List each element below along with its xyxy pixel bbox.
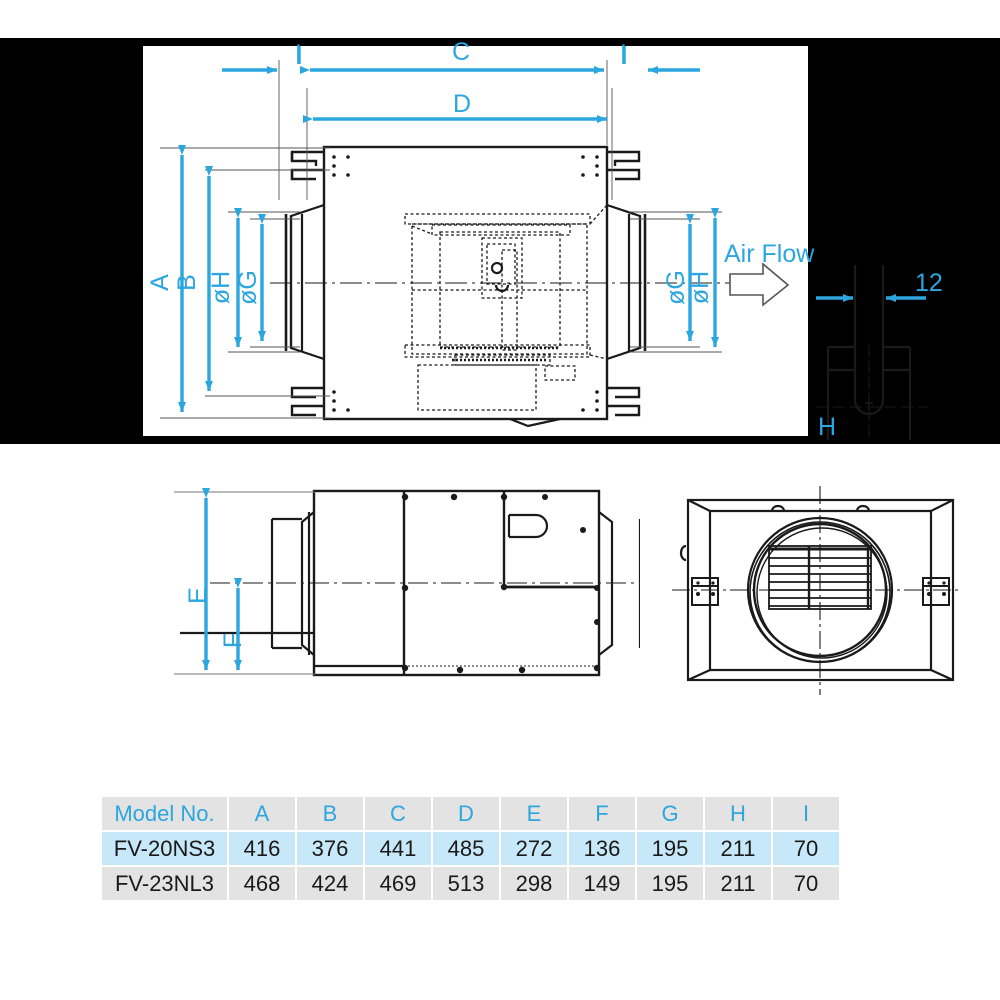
table-header-row: Model No. A B C D E F G H I [102,797,839,830]
column-header-model: Model No. [102,797,227,830]
rivet-dots [332,155,599,412]
cell-model: FV-23NL3 [102,867,227,900]
detail-label-12: 12 [915,269,943,297]
end-view-mount-left-holes [696,581,715,596]
right-duct-spigot [606,203,647,361]
end-view-mount-right [922,577,950,606]
mounting-bracket-bottom-left [290,386,324,417]
cell-f: 149 [569,867,635,900]
dimension-label-i-right: I [620,40,627,68]
dimension-label-diameter-h-left: øH [207,270,236,305]
dimension-label-diameter-g-left: øG [233,270,262,305]
cell-g: 195 [637,832,703,865]
detail-label-h: H [818,413,837,441]
dimension-label-d: D [453,90,472,118]
cell-d: 513 [433,867,499,900]
slot-profile [826,265,912,440]
slot-center-cross [865,399,873,411]
bottom-outlet-tab [509,417,561,428]
column-header-a: A [229,797,295,830]
table-row: FV-20NS3 416 376 441 485 272 136 195 211… [102,832,839,865]
dimension-label-e: E [183,587,212,604]
column-header-f: F [569,797,635,830]
end-view-drawing [672,486,962,695]
cell-h: 211 [705,867,771,900]
dimension-label-diameter-h-right: øH [686,270,715,305]
mask-left [0,38,143,444]
dimension-label-c: C [452,38,471,66]
column-header-d: D [433,797,499,830]
column-header-h: H [705,797,771,830]
dimension-label-i-left: I [295,40,302,68]
left-duct-spigot [284,203,325,361]
column-header-e: E [501,797,567,830]
cell-h: 211 [705,832,771,865]
mounting-bracket-top-left [290,150,324,181]
dimension-label-f: F [219,632,248,649]
column-header-c: C [365,797,431,830]
side-view-drawing [174,488,640,677]
cell-a: 468 [229,867,295,900]
mounting-bracket-top-right [607,150,641,181]
mask-top [143,38,808,46]
cell-c: 441 [365,832,431,865]
air-flow-arrow-icon [729,262,790,307]
cell-e: 272 [501,832,567,865]
main-top-view-drawing [160,45,790,428]
air-flow-label: Air Flow [724,240,815,268]
cell-e: 298 [501,867,567,900]
column-header-g: G [637,797,703,830]
cell-model: FV-20NS3 [102,832,227,865]
mask-bottom [143,436,808,444]
table-row: FV-23NL3 468 424 469 513 298 149 195 211… [102,867,839,900]
column-header-b: B [297,797,363,830]
end-view-mount-left [691,577,719,606]
internal-fan-assembly-hidden [404,204,608,411]
dimension-label-diameter-g-right: øG [661,270,690,305]
side-screws [401,493,601,674]
cell-d: 485 [433,832,499,865]
cell-g: 195 [637,867,703,900]
dimension-label-b: B [172,274,201,291]
specification-table: Model No. A B C D E F G H I FV-20NS3 416… [100,795,841,902]
column-header-i: I [773,797,839,830]
extension-lines [160,60,722,419]
dimension-label-a: A [145,274,174,291]
cell-c: 469 [365,867,431,900]
mounting-bracket-bottom-right [607,386,641,417]
cell-b: 376 [297,832,363,865]
cell-i: 70 [773,867,839,900]
end-view-mount-right-holes [927,581,946,596]
cell-b: 424 [297,867,363,900]
side-extension-lines [174,491,315,675]
cell-i: 70 [773,832,839,865]
impeller-hub [490,261,510,293]
impeller-blade-band [440,346,560,362]
cell-a: 416 [229,832,295,865]
mask-right [808,38,1000,444]
slot-detail-view [816,265,928,440]
cable-gland [507,513,549,539]
cell-f: 136 [569,832,635,865]
